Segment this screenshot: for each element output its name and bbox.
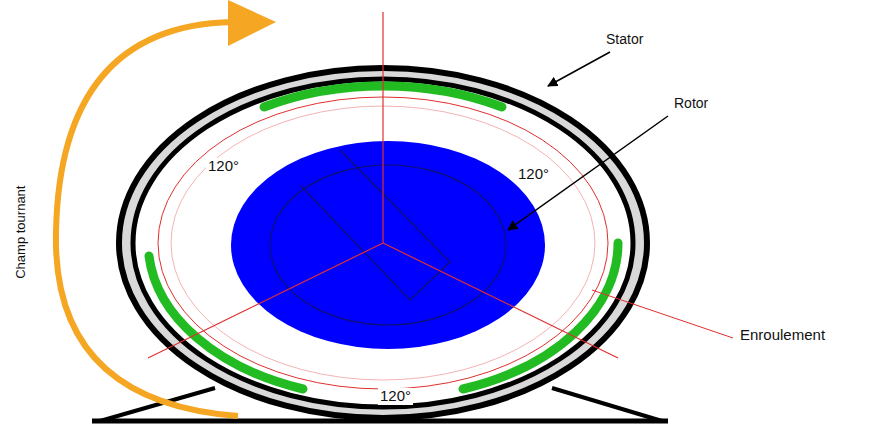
angle-label: 120°: [378, 388, 413, 405]
leader-arrow: [508, 116, 668, 230]
left-foot: [100, 388, 215, 421]
leader-line: [592, 290, 733, 338]
axis-line: [382, 12, 383, 243]
part-name: Rotor: [672, 96, 710, 111]
axis-line: [148, 243, 383, 358]
arrow-head: [228, 0, 276, 46]
right-foot: [552, 388, 662, 421]
field-label: Champ tournant: [15, 185, 29, 278]
part-name: Stator: [606, 32, 643, 47]
winding: [463, 243, 618, 389]
axis-line: [383, 243, 618, 358]
winding: [149, 256, 303, 389]
rotating-field-arrow: [56, 22, 238, 416]
rotor-bar: [300, 150, 450, 300]
leader-arrow: [548, 52, 610, 86]
part-name: Enroulement: [740, 327, 825, 344]
angle-label: 120°: [516, 166, 551, 183]
angle-label: 120°: [206, 158, 241, 175]
